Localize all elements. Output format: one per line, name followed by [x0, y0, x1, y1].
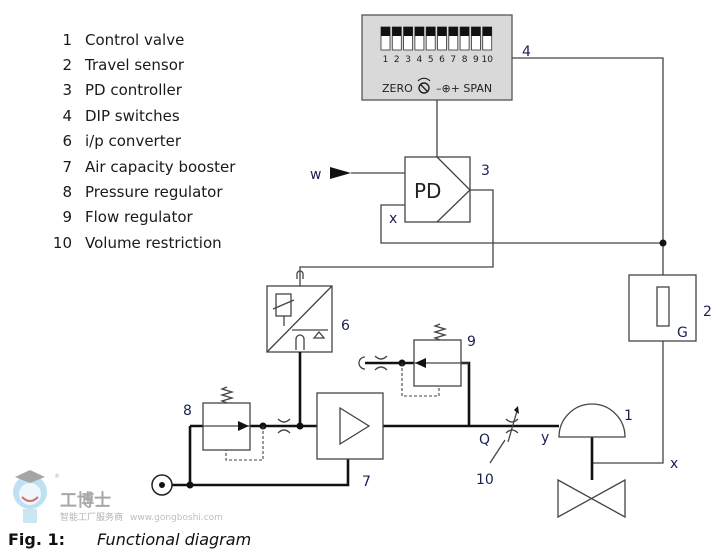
junction-node [659, 239, 667, 247]
figure-caption: Functional diagram [97, 530, 251, 549]
dip-switch-number: 8 [462, 55, 468, 65]
legend-item: 7 Air capacity booster [62, 158, 236, 176]
legend-item: 9 Flow regulator [62, 208, 193, 226]
tag-10: 10 [476, 472, 494, 488]
svg-text:6: 6 [62, 132, 72, 150]
svg-text:Volume restriction: Volume restriction [85, 234, 222, 252]
tag-3: 3 [481, 163, 490, 179]
dip-switch[interactable]: 1 [380, 26, 391, 65]
svg-text:8: 8 [62, 183, 72, 201]
w-label: w [310, 167, 321, 183]
tag-1: 1 [624, 408, 633, 424]
dip-switch[interactable]: 4 [414, 26, 425, 65]
flow-regulator [358, 323, 469, 397]
tag-8: 8 [183, 403, 192, 419]
dip-switch[interactable]: 9 [470, 26, 481, 65]
dip-switch[interactable]: 7 [448, 26, 459, 65]
svg-text:www.gongboshi.com: www.gongboshi.com [130, 513, 223, 523]
tag-9: 9 [467, 334, 476, 350]
dip-switch[interactable]: 3 [403, 26, 414, 65]
legend: 1 Control valve 2 Travel sensor 3 PD contro… [53, 31, 236, 252]
span-label: –⊕+ SPAN [436, 82, 492, 95]
y-label: y [541, 430, 549, 446]
svg-text:3: 3 [62, 81, 72, 99]
ip-converter [266, 270, 333, 353]
tag-4: 4 [522, 44, 531, 60]
svg-text:4: 4 [62, 107, 72, 125]
dip-switch[interactable]: 2 [391, 26, 402, 65]
svg-text:2: 2 [62, 56, 72, 74]
svg-text:Travel sensor: Travel sensor [84, 56, 185, 74]
pd-controller: PD [404, 156, 471, 223]
tag-2: 2 [703, 304, 712, 320]
pd-label: PD [414, 179, 441, 203]
dip-switch-number: 6 [439, 55, 445, 65]
q-label: Q [479, 432, 490, 448]
svg-text:7: 7 [62, 158, 72, 176]
svg-text:PD controller: PD controller [85, 81, 183, 99]
zero-screw-icon [417, 77, 431, 94]
legend-item: 10 Volume restriction [53, 234, 222, 252]
legend-item: 8 Pressure regulator [62, 183, 223, 201]
svg-text:Flow regulator: Flow regulator [85, 208, 194, 226]
zero-label: ZERO [382, 82, 413, 95]
pressure-regulator [202, 386, 291, 461]
svg-text:®: ® [54, 473, 60, 480]
svg-text:Pressure regulator: Pressure regulator [85, 183, 223, 201]
svg-text:Air capacity booster: Air capacity booster [85, 158, 236, 176]
x-label-valve: x [670, 456, 678, 472]
dip-switch[interactable]: 5 [425, 26, 436, 65]
figure-number: Fig. 1: [8, 530, 65, 549]
volume-restriction [489, 406, 519, 464]
svg-text:Control valve: Control valve [85, 31, 184, 49]
svg-text:9: 9 [62, 208, 72, 226]
svg-text:10: 10 [53, 234, 72, 252]
w-arrow-icon [330, 167, 351, 179]
dip-switch-number: 5 [428, 55, 434, 65]
dip-switch-number: 4 [417, 55, 423, 65]
legend-item: 2 Travel sensor [62, 56, 184, 74]
control-valve [557, 403, 626, 519]
dip-switch-number: 1 [383, 55, 389, 65]
svg-text:智能工厂服务商: 智能工厂服务商 [60, 511, 123, 523]
legend-item: 6 i/p converter [62, 132, 181, 150]
tag-7: 7 [362, 474, 371, 490]
x-label-controller: x [389, 211, 397, 227]
g-label: G [677, 325, 688, 341]
dip-switch-number: 2 [394, 55, 400, 65]
dip-switch-number: 9 [473, 55, 479, 65]
svg-text:i/p converter: i/p converter [85, 132, 182, 150]
dip-switch-number: 7 [450, 55, 456, 65]
dip-switch[interactable]: 6 [437, 26, 447, 65]
air-capacity-booster [316, 392, 384, 460]
svg-text:工博士: 工博士 [60, 490, 111, 511]
tag-6: 6 [341, 318, 350, 334]
svg-text:DIP switches: DIP switches [85, 107, 180, 125]
watermark-logo: ® 工博士 智能工厂服务商 www.gongboshi.com [13, 470, 223, 523]
dip-switch[interactable]: 8 [459, 26, 470, 65]
air-supply-icon [151, 474, 173, 496]
legend-item: 3 PD controller [62, 81, 182, 99]
dip-switch[interactable]: 10 [481, 26, 493, 65]
dip-switch-number: 3 [405, 55, 411, 65]
dip-switch-number: 10 [481, 55, 493, 65]
svg-text:1: 1 [62, 31, 72, 49]
legend-item: 4 DIP switches [62, 107, 179, 125]
travel-sensor: G [628, 274, 697, 342]
legend-item: 1 Control valve [62, 31, 184, 49]
